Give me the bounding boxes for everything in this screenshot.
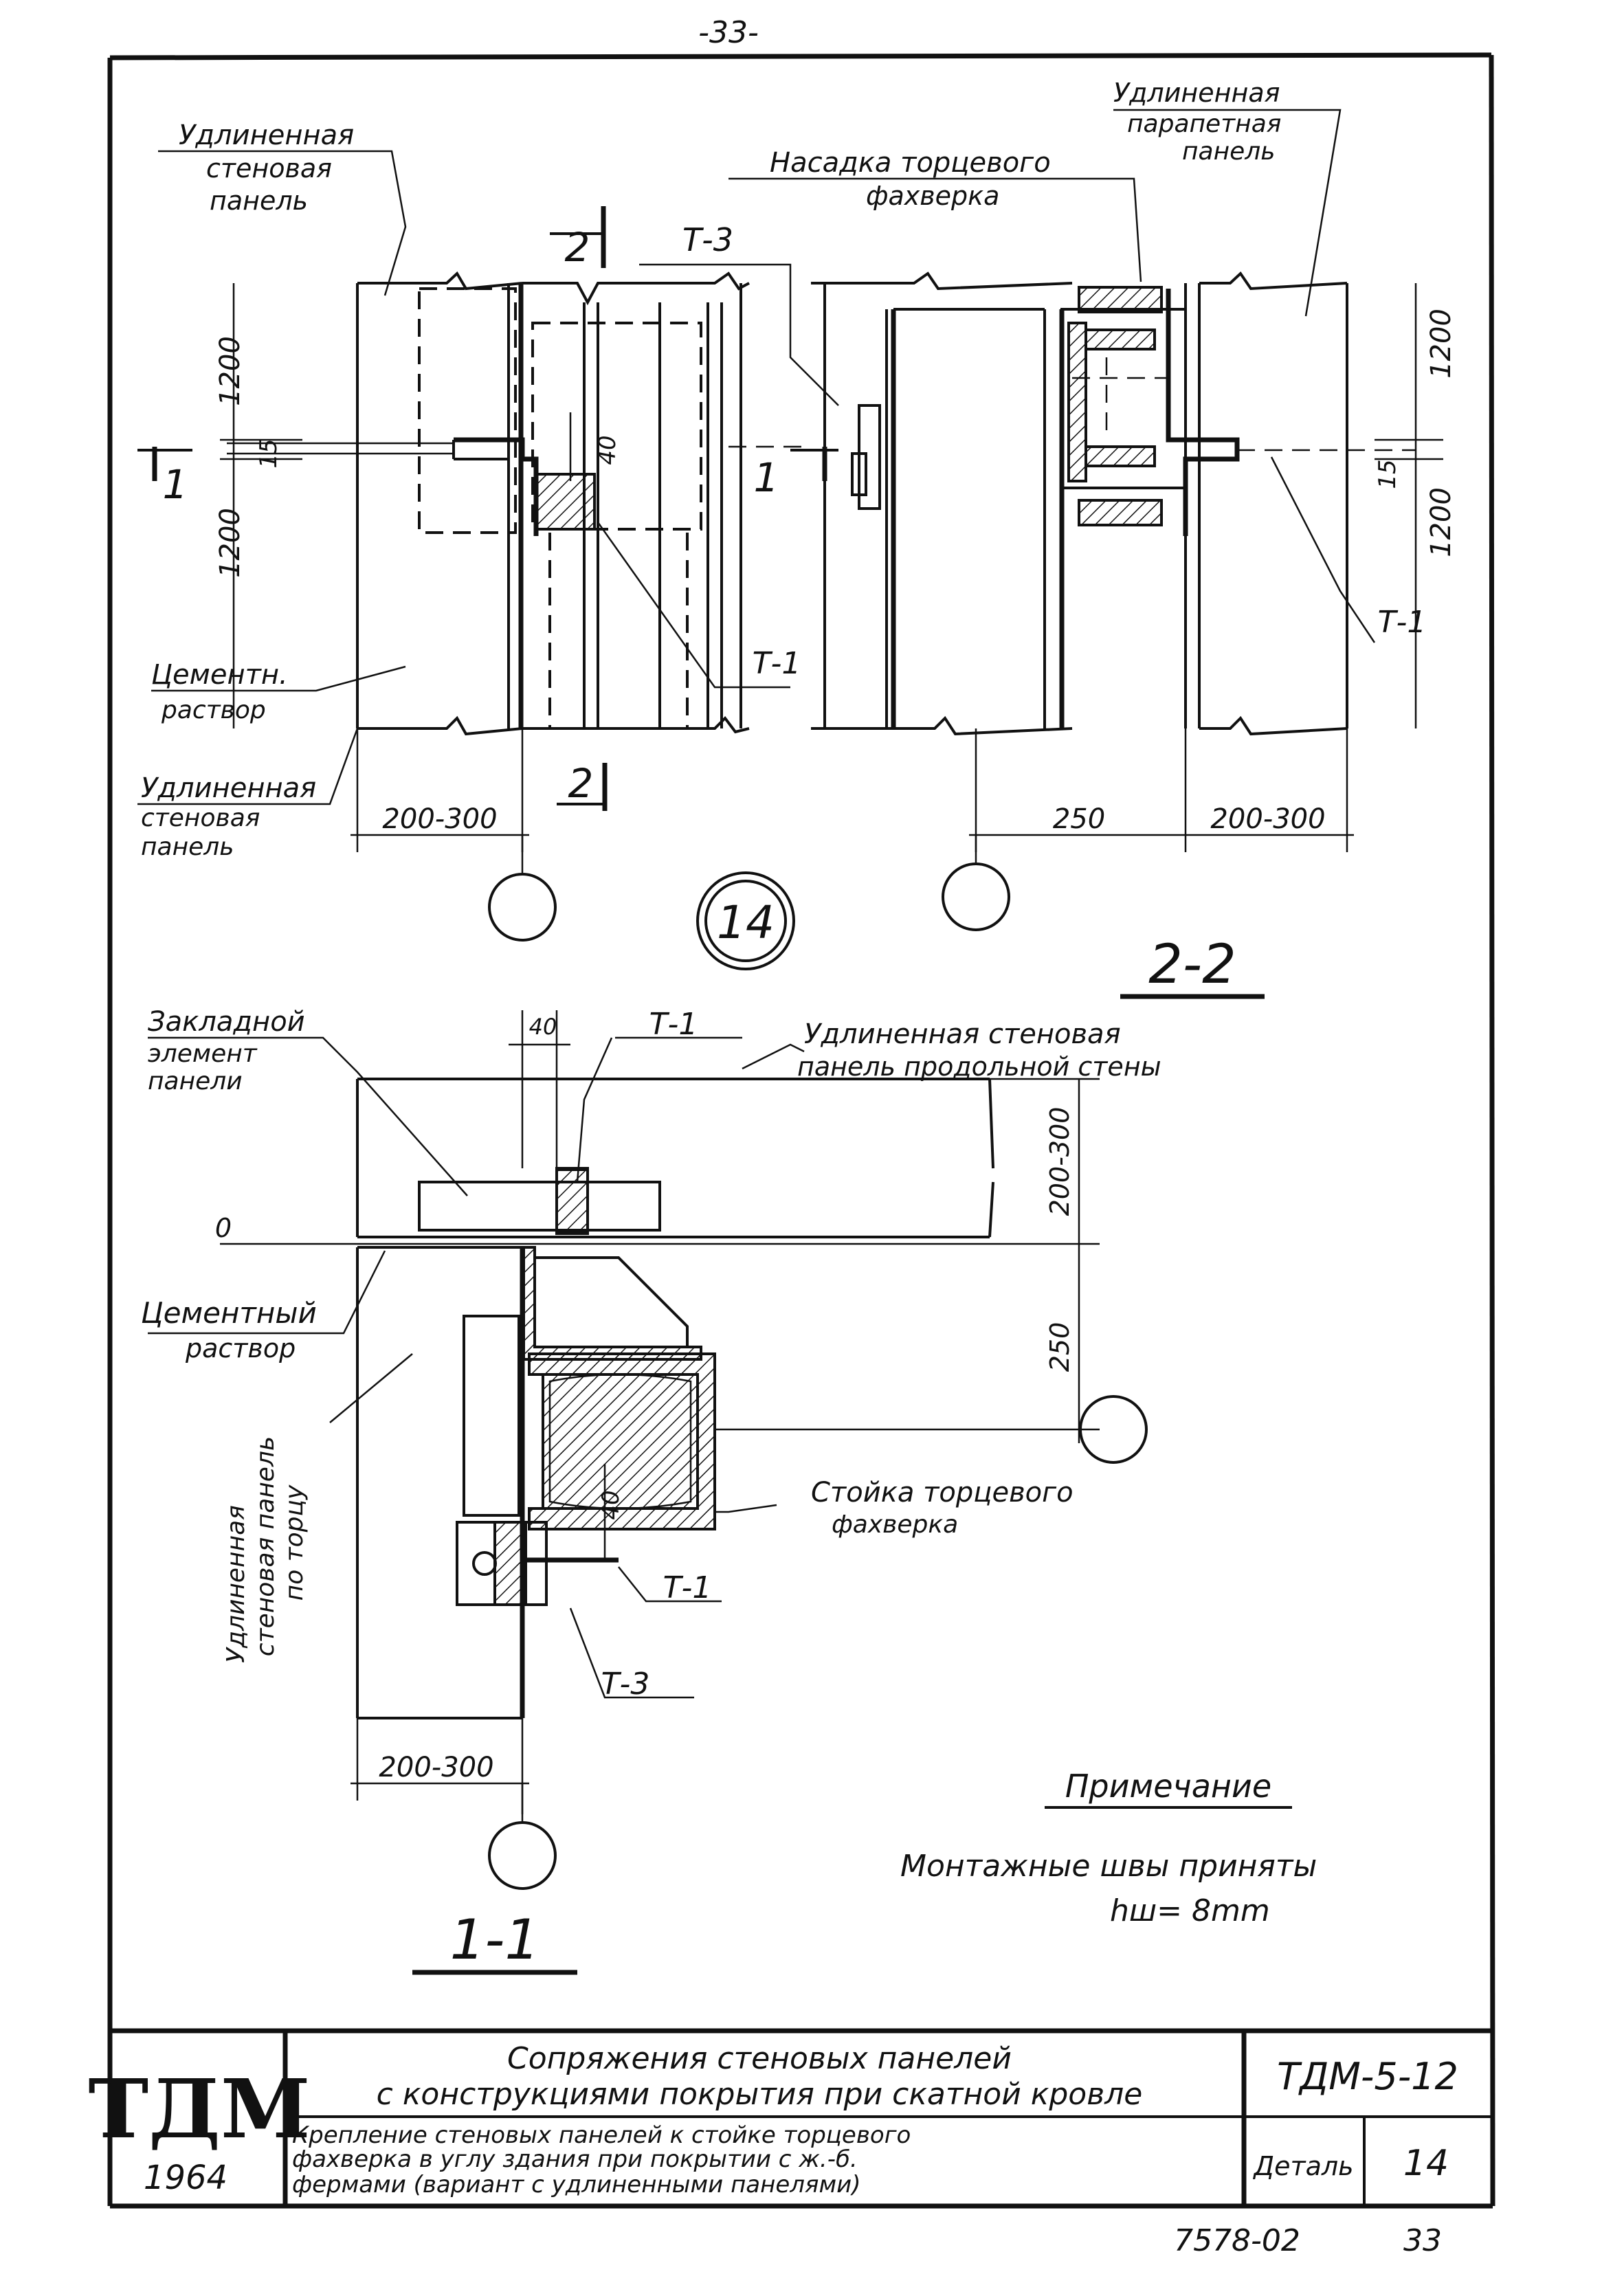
title-block: [110, 2028, 1493, 2206]
desc-line-3: фермами (вариант с удлиненными панелями): [292, 2171, 860, 2198]
tag-t1-plan-mid: Т-1: [753, 646, 801, 681]
label-panel-long-1: Удлиненная стеновая: [804, 1018, 1121, 1050]
note-line-1: Монтажные швы приняты: [900, 1849, 1317, 1884]
sheet-frame: [107, 52, 1495, 2209]
note-block: Примечание Монтажные швы приняты hш= 8mm: [900, 1768, 1317, 1928]
detail-label: Деталь: [1252, 2151, 1353, 2181]
note-title: Примечание: [1065, 1768, 1271, 1805]
label-panel-end-2: стеновая панель: [252, 1436, 280, 1656]
dim-1200-bottom-right: 1200: [1425, 487, 1457, 557]
label-left-bottom-2: стеновая: [141, 804, 260, 832]
label-parapet-1: Удлиненная: [1113, 78, 1280, 108]
label-panel-long-2: панель продольной стены: [797, 1051, 1161, 1082]
section-mark-1-left: 1: [163, 461, 188, 508]
dim-1200-top-right: 1200: [1425, 309, 1457, 379]
label-cement-22-2: раствор: [185, 1333, 296, 1363]
dim-200-300-v-22: 200-300: [1045, 1107, 1075, 1216]
section-2-2: [148, 994, 1265, 1890]
dim-200-300-h-22: 200-300: [379, 1752, 493, 1783]
label-stoyka-1: Стойка торцевого: [811, 1477, 1074, 1508]
detail-number: 14: [717, 896, 775, 949]
tag-t3-22: Т-3: [601, 1667, 650, 1702]
dim-15-left: 15: [255, 438, 282, 468]
dim-40: 40: [594, 435, 621, 465]
logo: ТДМ: [88, 2061, 310, 2157]
label-left-bottom-1: Удлиненная: [141, 772, 316, 804]
dim-1200-bottom-left: 1200: [214, 508, 246, 578]
footer-page: 33: [1403, 2223, 1442, 2258]
dim-40-top-22: 40: [529, 1014, 557, 1040]
year: 1964: [144, 2159, 227, 2197]
drawing-code: ТДМ-5-12: [1277, 2055, 1458, 2098]
label-left-top-2: стеновая: [206, 153, 332, 183]
label-parapet-2: парапетная: [1127, 110, 1281, 138]
section-mark-2-top: 2: [565, 224, 590, 271]
zero-mark: 0: [215, 1213, 232, 1243]
label-cement-1: Цементн.: [151, 659, 288, 691]
label-nasadka-1: Насадка торцевого: [770, 147, 1051, 179]
dim-1200-top-left: 1200: [214, 336, 246, 406]
tag-t3-plan: Т-3: [682, 221, 733, 258]
section-2-2-labels: 2-2 Закладной элемент панели Удлиненная …: [141, 934, 1236, 1783]
label-parapet-3: панель: [1182, 137, 1276, 166]
desc-line-2: фахверка в углу здания при покрытии с ж.…: [292, 2146, 858, 2173]
dim-15-right: 15: [1374, 459, 1401, 489]
label-left-top-1: Удлиненная: [179, 120, 354, 151]
dim-200-300-right: 200-300: [1210, 803, 1325, 835]
section-mark-1-mid: 1: [754, 454, 779, 501]
plan-view: [137, 109, 1443, 970]
title-block-text: ТДМ 1964 Сопряжения стеновых панелей с к…: [88, 2041, 1458, 2198]
label-panel-end-1: Удлиненная: [222, 1505, 250, 1663]
label-left-top-3: панель: [210, 186, 308, 216]
section-1-1: 1-1: [412, 1908, 577, 1975]
title-line-1: Сопряжения стеновых панелей: [507, 2041, 1012, 2076]
section-mark-2-bottom: 2: [568, 760, 594, 807]
label-panel-end-3: по торцу: [280, 1484, 309, 1601]
title-line-2: с конструкциями покрытия при скатной кро…: [377, 2077, 1143, 2112]
detail-no: 14: [1403, 2143, 1449, 2184]
section-2-2-title: 2-2: [1148, 934, 1236, 996]
label-cement-22-1: Цементный: [141, 1296, 317, 1330]
label-cement-2: раствор: [161, 696, 266, 724]
plan-labels: Удлиненная стеновая панель Насадка торце…: [141, 78, 1457, 949]
note-line-2: hш= 8mm: [1110, 1893, 1270, 1928]
label-zakladnoy-3: панели: [148, 1067, 243, 1095]
label-zakladnoy-2: элемент: [148, 1040, 258, 1068]
label-left-bottom-3: панель: [141, 833, 234, 861]
tag-t1-top-22: Т-1: [649, 1007, 698, 1042]
tag-t1-plan-right: Т-1: [1378, 605, 1427, 640]
desc-line-1: Крепление стеновых панелей к стойке торц…: [292, 2121, 911, 2149]
label-stoyka-2: фахверка: [832, 1511, 958, 1539]
dim-200-300-left: 200-300: [382, 803, 497, 835]
dim-250: 250: [1053, 803, 1105, 835]
tag-t1-bottom-22: Т-1: [663, 1570, 712, 1605]
page-number: -33-: [698, 15, 759, 50]
section-1-1-title: 1-1: [450, 1908, 540, 1972]
dim-40-mid-22: 40: [597, 1490, 625, 1519]
dim-250-v-22: 250: [1045, 1322, 1075, 1372]
label-zakladnoy-1: Закладной: [148, 1006, 305, 1038]
label-nasadka-2: фахверка: [866, 181, 999, 211]
footer-code: 7578-02: [1174, 2223, 1300, 2258]
